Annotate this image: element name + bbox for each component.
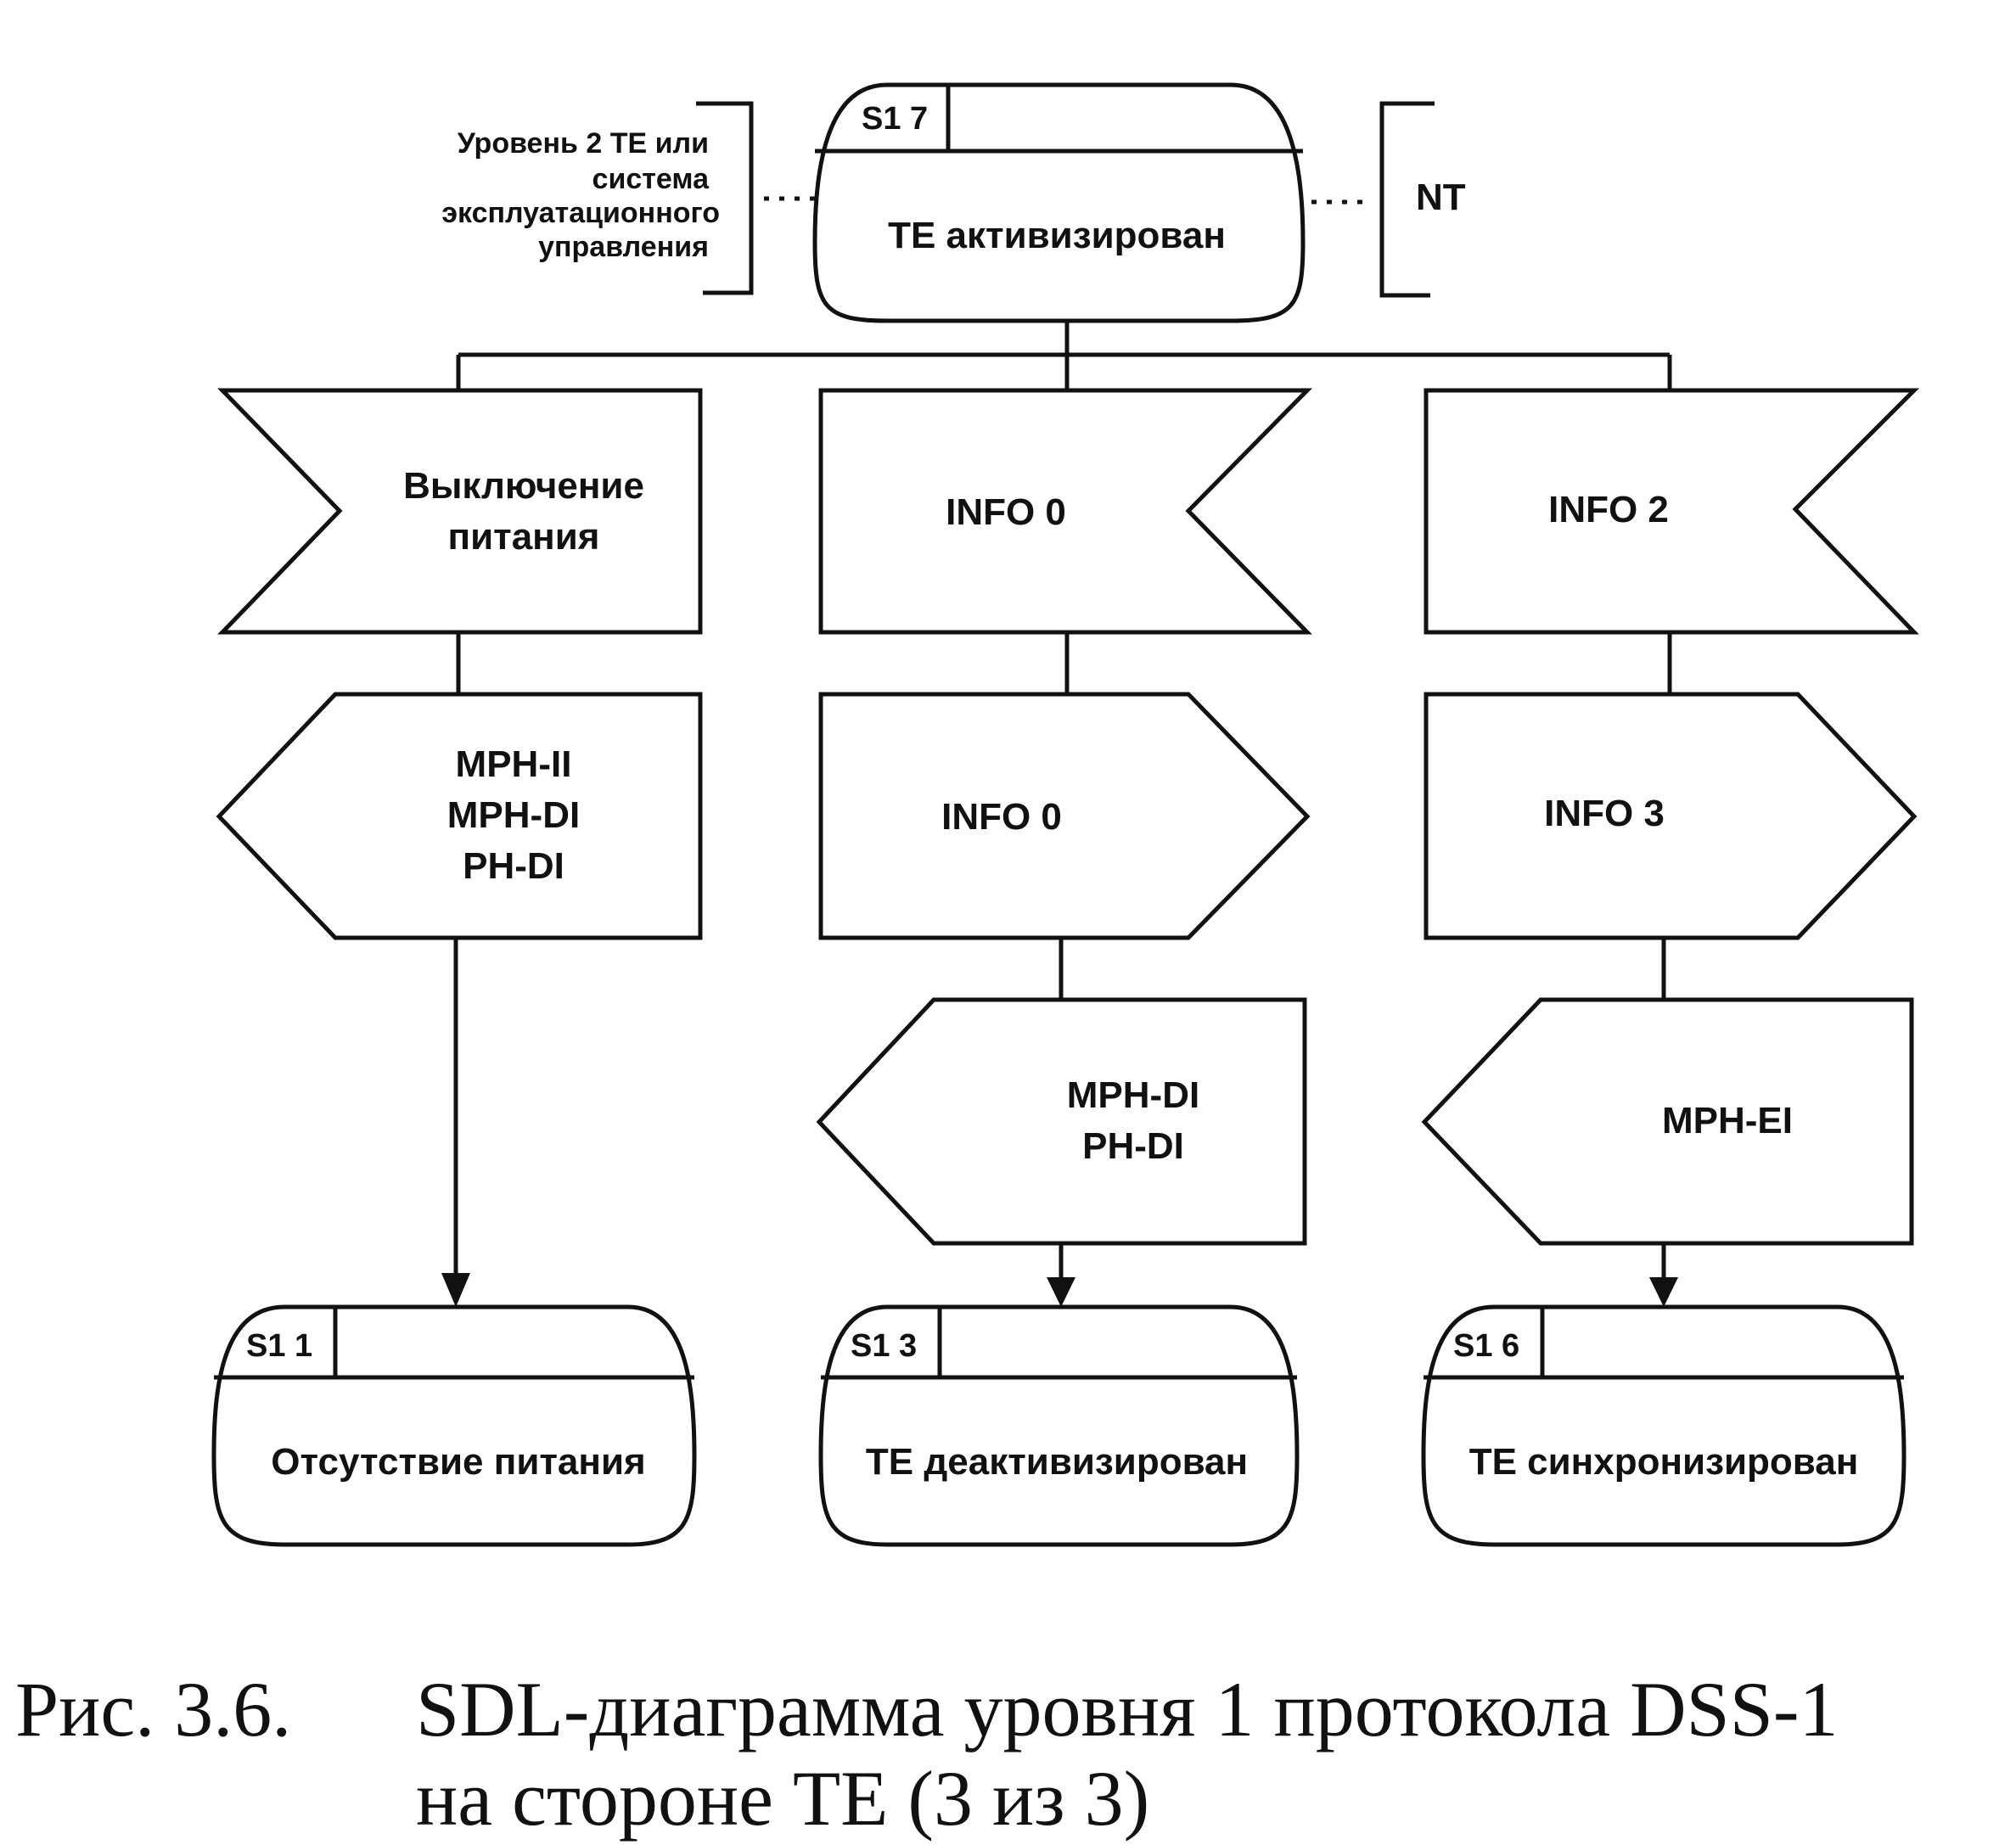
output2-right: MPH-EI — [1421, 997, 1914, 1246]
state-left-number: S1 1 — [246, 1328, 312, 1364]
state-top-shape — [812, 82, 1306, 323]
arrow-middle-head — [1047, 1277, 1075, 1307]
arrow-left-head — [441, 1273, 470, 1307]
side-label-left-line1: Уровень 2 TE или — [458, 127, 709, 160]
output-right-label: INFO 3 — [1544, 793, 1665, 834]
state-right-number: S1 6 — [1453, 1328, 1519, 1364]
state-right: S1 6 TE синхронизирован — [1421, 1304, 1906, 1547]
output-right: INFO 3 — [1424, 692, 1918, 940]
output2-right-label: MPH-EI — [1662, 1100, 1793, 1141]
output-left-line2: MPH-DI — [447, 794, 580, 836]
output-left: MPH-II MPH-DI PH-DI — [216, 692, 703, 940]
output-middle: INFO 0 — [818, 692, 1311, 940]
input-right-shape — [1424, 388, 1920, 635]
state-top-number: S1 7 — [862, 101, 928, 137]
input-middle: INFO 0 — [818, 388, 1312, 635]
state-top: S1 7 TE активизирован — [812, 82, 1306, 323]
side-label-nt: NT — [1416, 177, 1466, 218]
output2-right-shape — [1421, 997, 1914, 1246]
output-middle-shape — [818, 692, 1311, 940]
input-left-line1: Выключение — [403, 465, 644, 507]
state-middle-name: TE деактивизирован — [866, 1441, 1248, 1483]
side-label-left: Уровень 2 TE или система эксплуатационно… — [441, 101, 815, 295]
output-left-line1: MPH-II — [456, 743, 572, 785]
side-label-left-line2: система — [592, 163, 710, 195]
caption-figure-number: Рис. 3.6. — [15, 1666, 291, 1752]
input-left-line2: питания — [448, 516, 600, 558]
state-top-name: TE активизирован — [888, 215, 1226, 256]
input-right-label: INFO 2 — [1548, 489, 1669, 530]
output-right-shape — [1424, 692, 1918, 940]
state-middle-number: S1 3 — [851, 1328, 917, 1364]
bracket-right — [1379, 101, 1435, 298]
bracket-left — [696, 101, 754, 295]
output2-middle-shape — [816, 997, 1307, 1246]
input-left: Выключение питания — [217, 388, 703, 635]
caption-line2: на стороне TE (3 из 3) — [416, 1755, 1149, 1842]
figure-caption: Рис. 3.6. SDL-диаграмма уровня 1 протоко… — [15, 1666, 1839, 1842]
output2-middle: MPH-DI PH-DI — [816, 997, 1307, 1246]
state-left: S1 1 Отсутствие питания — [211, 1304, 697, 1547]
output2-middle-line2: PH-DI — [1082, 1125, 1184, 1167]
input-right: INFO 2 — [1424, 388, 1920, 635]
caption-line1: SDL-диаграмма уровня 1 протокола DSS-1 — [416, 1666, 1839, 1752]
output-left-shape — [216, 692, 703, 940]
output2-middle-line1: MPH-DI — [1067, 1074, 1199, 1116]
side-label-left-line4: управления — [538, 231, 709, 263]
input-middle-label: INFO 0 — [946, 491, 1066, 533]
side-label-right: NT — [1311, 101, 1466, 298]
output-middle-label: INFO 0 — [941, 796, 1062, 838]
state-middle: S1 3 TE деактивизирован — [818, 1304, 1300, 1547]
input-middle-shape — [818, 388, 1312, 635]
output-left-line3: PH-DI — [463, 845, 564, 887]
state-left-name: Отсутствие питания — [271, 1441, 645, 1483]
input-left-shape — [217, 388, 703, 635]
side-label-left-line3: эксплуатационного — [441, 197, 720, 229]
state-right-name: TE синхронизирован — [1469, 1441, 1859, 1483]
arrow-right-head — [1649, 1277, 1678, 1307]
branch-connectors — [456, 321, 1672, 390]
